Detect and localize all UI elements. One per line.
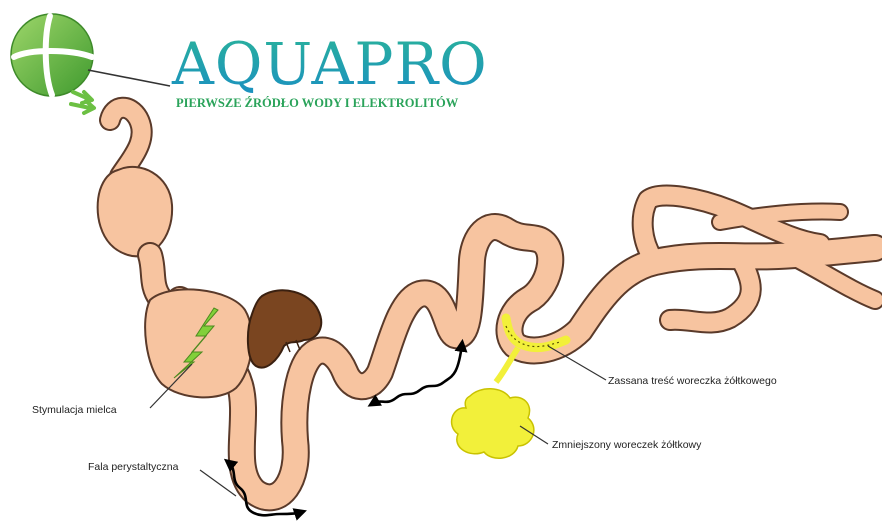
yolk-sac: [452, 389, 534, 459]
label-zassana: Zassana treść woreczka żółtkowego: [608, 375, 777, 387]
logo-connector-line: [88, 70, 170, 86]
green-tablet-icon: [11, 14, 93, 96]
logo-title: AQUAPRO: [171, 30, 488, 98]
label-fala: Fala perystaltyczna: [88, 461, 179, 473]
gizzard-muscle: [145, 289, 252, 397]
label-zmniejszony: Zmniejszony woreczek żółtkowy: [552, 439, 702, 451]
green-arrows-icon: [71, 92, 94, 113]
logo-subtitle: PIERWSZE ŹRÓDŁO WODY I ELEKTROLITÓW: [176, 96, 459, 110]
logo: AQUAPRO PIERWSZE ŹRÓDŁO WODY I ELEKTROLI…: [11, 14, 488, 113]
crop: [98, 167, 172, 256]
label-stymulacja: Stymulacja mielca: [32, 404, 117, 416]
